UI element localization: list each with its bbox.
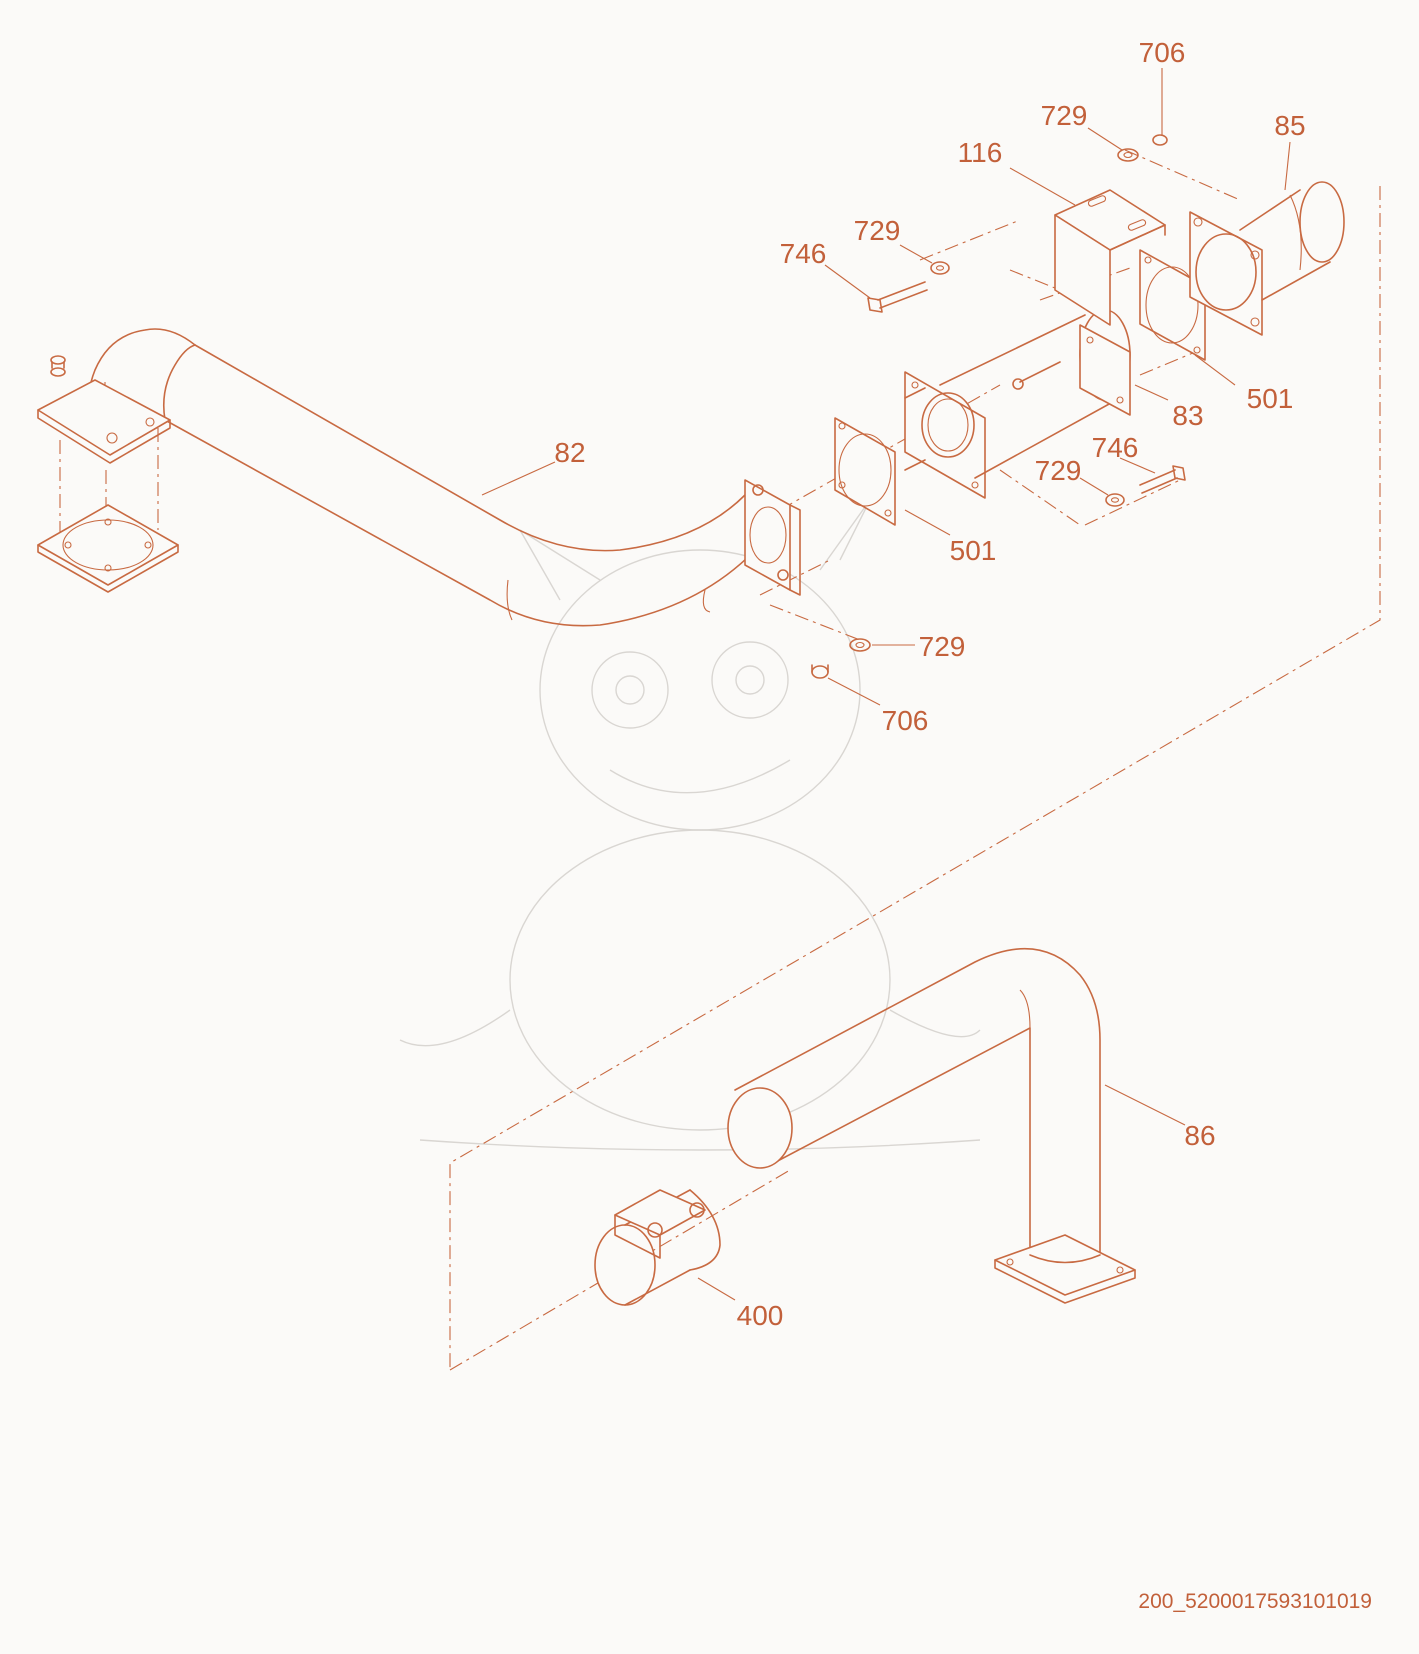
callout-82: 82 (554, 437, 585, 468)
callout-501-mid: 501 (950, 535, 997, 566)
fasteners (811, 134, 1186, 679)
callout-86: 86 (1184, 1120, 1215, 1151)
callout-729-low: 729 (919, 631, 966, 662)
part-85-outlet-sleeve (1189, 181, 1345, 336)
callout-706-low: 706 (882, 705, 929, 736)
part-83-pipe-section (904, 309, 1131, 499)
callout-729-right: 729 (1035, 455, 1082, 486)
callout-729-top: 729 (1041, 100, 1088, 131)
callout-729-mid: 729 (854, 215, 901, 246)
callout-501-right: 501 (1247, 383, 1294, 414)
part-82-elbow-pipe (37, 328, 801, 627)
leader-lines (481, 68, 1291, 1301)
callout-746-right: 746 (1092, 432, 1139, 463)
callout-85: 85 (1274, 110, 1305, 141)
part-501-gasket-right (1139, 249, 1206, 361)
callout-746-mid: 746 (780, 238, 827, 269)
callout-706-top: 706 (1139, 37, 1186, 68)
callout-83: 83 (1172, 400, 1203, 431)
part-501-gasket-mid (834, 417, 896, 526)
part-116-bracket (1054, 189, 1166, 326)
part-400-clamp (594, 1189, 721, 1306)
document-id: 200_5200017593101019 (1138, 1590, 1372, 1613)
callout-116: 116 (958, 137, 1003, 168)
callout-400: 400 (737, 1300, 784, 1331)
part-86-lower-elbow (727, 947, 1136, 1304)
callout-labels: 706 729 85 116 729 746 82 83 501 746 729… (554, 37, 1305, 1331)
watermark-dragon (399, 499, 981, 1151)
